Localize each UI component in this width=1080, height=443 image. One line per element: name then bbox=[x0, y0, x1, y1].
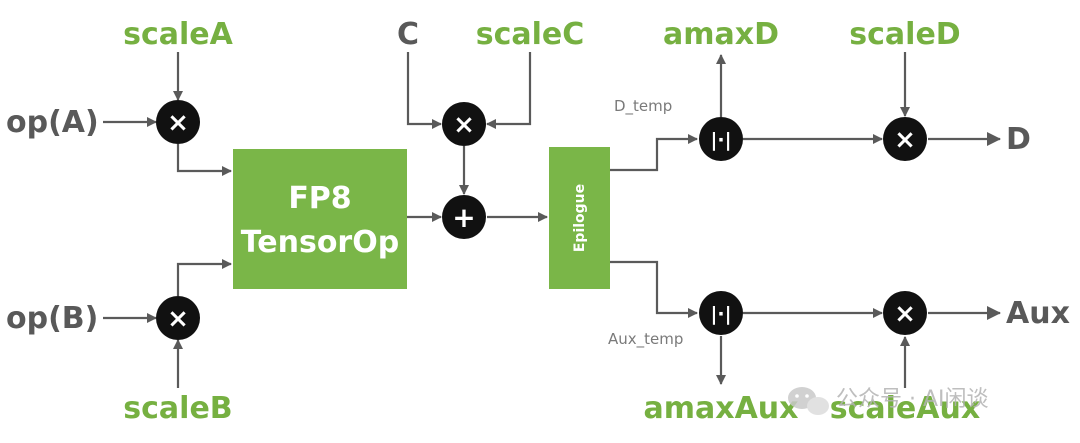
mult-node-d: × bbox=[883, 117, 927, 161]
multiply-icon: × bbox=[167, 304, 189, 334]
amax-label-aux: amaxAux bbox=[643, 391, 798, 426]
tensorop-label-line2: TensorOp bbox=[241, 225, 399, 260]
wires bbox=[103, 52, 1001, 388]
mult-node-c: × bbox=[442, 102, 486, 146]
epilogue-label: Epilogue bbox=[572, 184, 588, 252]
scale-label-d: scaleD bbox=[849, 17, 960, 52]
multiply-icon: × bbox=[894, 299, 916, 329]
wire-mult-b-to-tensorop bbox=[176, 259, 232, 296]
input-label-op-b: op(B) bbox=[6, 301, 98, 336]
output-label-d: D bbox=[1006, 122, 1031, 157]
multiply-icon: × bbox=[167, 108, 189, 138]
abs-icon: |·| bbox=[710, 129, 731, 151]
scale-label-b: scaleB bbox=[123, 391, 232, 426]
wire-epilogue-to-abs-d bbox=[610, 134, 698, 172]
intermediate-label-aux-temp: Aux_temp bbox=[608, 330, 683, 349]
scale-label-a: scaleA bbox=[123, 17, 234, 52]
multiply-icon: × bbox=[894, 125, 916, 155]
tensorop-label-line1: FP8 bbox=[288, 181, 351, 216]
watermark-text: 公众号 · AI闲谈 bbox=[836, 387, 989, 412]
mult-node-a: × bbox=[156, 100, 200, 144]
input-label-op-a: op(A) bbox=[6, 105, 99, 140]
abs-node-d: |·| bbox=[699, 117, 743, 161]
wire-scalec-to-mult-c bbox=[486, 52, 532, 129]
abs-node-aux: |·| bbox=[699, 291, 743, 335]
abs-icon: |·| bbox=[710, 303, 731, 325]
epilogue-block: Epilogue bbox=[549, 147, 610, 289]
input-label-c: C bbox=[397, 17, 419, 52]
mult-node-aux: × bbox=[883, 291, 927, 335]
output-label-aux: Aux bbox=[1006, 296, 1070, 331]
wire-mult-a-to-tensorop bbox=[176, 144, 232, 176]
add-node: + bbox=[442, 195, 486, 239]
scale-label-c: scaleC bbox=[476, 17, 585, 52]
scale-label-aux: scaleAux bbox=[830, 391, 980, 426]
mult-node-b: × bbox=[156, 296, 200, 340]
tensorop-block: FP8 TensorOp bbox=[233, 149, 407, 289]
wire-c-to-mult-c bbox=[406, 52, 442, 129]
multiply-icon: × bbox=[453, 110, 475, 140]
wechat-icon bbox=[788, 387, 829, 415]
watermark: 公众号 · AI闲谈 bbox=[788, 387, 989, 415]
wire-epilogue-to-abs-aux bbox=[610, 260, 698, 318]
amax-label-d: amaxD bbox=[663, 17, 779, 52]
intermediate-label-d-temp: D_temp bbox=[614, 97, 672, 116]
plus-icon: + bbox=[452, 201, 475, 234]
